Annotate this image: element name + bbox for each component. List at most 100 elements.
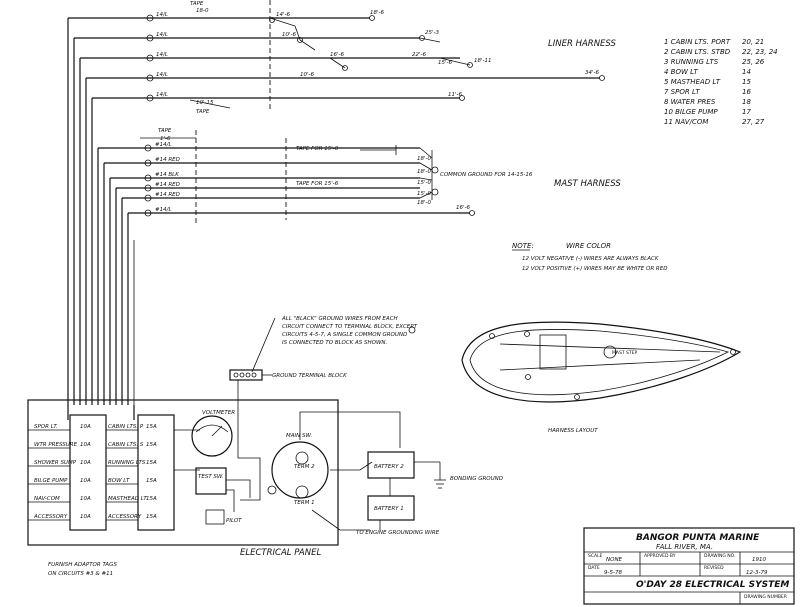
circuit-name: 10 BILGE PUMP: [664, 108, 718, 116]
tape-top-length: 18-0: [196, 8, 209, 14]
mast-end-label: 18'-0: [417, 169, 431, 175]
liner-wire-label: 14/L: [156, 52, 168, 58]
term-label: TERM 1: [294, 500, 315, 506]
circuit-name: 2 CABIN LTS. STBD: [664, 48, 731, 56]
panel-right-label: BOW LT: [108, 478, 130, 484]
circuit-name: 5 MASTHEAD LT: [664, 78, 721, 86]
common-ground-label: COMMON GROUND FOR 14-15-16: [440, 172, 533, 178]
panel-title: ELECTRICAL PANEL: [240, 548, 321, 558]
company-name: BANGOR PUNTA MARINE: [636, 533, 760, 543]
circuit-wires: 14: [742, 68, 751, 76]
footnote-line-1: FURNISH ADAPTOR TAGS: [48, 562, 117, 568]
tape-mid-label: TAPE: [196, 109, 210, 115]
circuit-name: 3 RUNNING LTS: [664, 58, 719, 66]
pilot-label: PILOT: [226, 518, 242, 524]
circuit-wires: 18: [742, 98, 751, 106]
note-line-1: 12 VOLT NEGATIVE (-) WIRES ARE ALWAYS BL…: [522, 256, 659, 262]
hull-outline: [461, 321, 742, 403]
panel-right-fuse: 15A: [146, 514, 157, 520]
mast-end-label: 18'-0: [417, 156, 431, 162]
test-switch-label: TEST SW.: [198, 474, 224, 480]
ground-note-line: CIRCUIT CONNECT TO TERMINAL BLOCK, EXCEP…: [282, 324, 418, 330]
panel-left-label: BILGE PUMP: [34, 478, 68, 484]
drawing-number-label: DRAWING NUMBER: [744, 594, 787, 600]
liner-end-label: 25'-3: [425, 30, 439, 36]
ground-terminal-block: [229, 369, 272, 381]
mast-end-label: 15'-0: [417, 180, 431, 186]
panel-right-label: ACCESSORY: [107, 514, 142, 520]
liner-end-label: 22'-6: [412, 52, 426, 58]
panel-left-label: SPOR LT.: [34, 424, 58, 430]
batteries: [367, 451, 446, 530]
drawing-title: O'DAY 28 ELECTRICAL SYSTEM: [636, 580, 789, 590]
liner-end-label: 18'-11: [474, 58, 492, 64]
drawing-no-value: 1910: [752, 557, 766, 563]
harness-layout-label: HARNESS LAYOUT: [548, 428, 598, 434]
tape-for-15-0: TAPE FOR 15'-0: [296, 146, 339, 152]
electrical-panel: [27, 380, 401, 546]
mast-tape-length: 1'-6: [160, 136, 171, 142]
revised-label: REVISED: [704, 565, 724, 571]
circuit-wires: 25, 26: [742, 58, 765, 66]
date-value: 9-5-78: [604, 570, 622, 576]
panel-right-label: CABIN LTS. S: [108, 442, 144, 448]
to-engine-label: TO ENGINE GROUNDING WIRE: [356, 530, 440, 536]
fuse-rows: [28, 429, 138, 521]
panel-right-label: MASTHEAD LT: [108, 496, 147, 502]
mast-harness-title: MAST HARNESS: [554, 179, 621, 189]
mast-wire-label: #14/L: [155, 142, 172, 148]
circuit-name: 8 WATER PRES: [664, 98, 716, 106]
scale-label: SCALE: [588, 553, 603, 559]
ground-block-label: GROUND TERMINAL BLOCK: [272, 373, 347, 379]
note-header: WIRE COLOR: [566, 242, 611, 250]
circuit-wires: 20, 21: [742, 38, 764, 46]
liner-end-label: 14'-6: [276, 12, 290, 18]
liner-end-label: 10'-6: [282, 32, 296, 38]
company-location: FALL RIVER, MA.: [656, 543, 713, 551]
mast-end-label: 16'-6: [456, 205, 470, 211]
panel-right-fuse: 15A: [146, 460, 157, 466]
panel-left-fuse: 10A: [80, 424, 91, 430]
mast-end-label: 15'-0: [417, 191, 431, 197]
panel-left-label: ACCESSORY: [33, 514, 68, 520]
liner-wire-label: 14/L: [156, 92, 168, 98]
liner-end-label: 11'-6: [448, 92, 462, 98]
mast-wire-label: #14 RED: [155, 182, 180, 188]
tape-mid-length: 10'-15: [196, 100, 214, 106]
mast-step-label: MAST STEP: [612, 350, 637, 356]
bonding-ground-label: BONDING GROUND: [450, 476, 503, 482]
footnote-line-2: ON CIRCUITS #3 & #11: [48, 571, 113, 577]
revised-value: 12-3-79: [746, 570, 768, 576]
circuit-name: 7 SPOR LT: [664, 88, 700, 96]
panel-left-fuse: 10A: [80, 442, 91, 448]
liner-end-label: 10'-6: [300, 72, 314, 78]
note-line-2: 12 VOLT POSITIVE (+) WIRES MAY BE WHITE …: [522, 266, 667, 272]
circuit-name: 1 CABIN LTS. PORT: [664, 38, 731, 46]
panel-left-label: WTR PRESSURE: [34, 442, 78, 448]
ground-note-line: IS CONNECTED TO BLOCK AS SHOWN.: [282, 340, 388, 346]
panel-right-fuse: 15A: [146, 424, 157, 430]
panel-right-fuse: 15A: [146, 496, 157, 502]
circuit-name: 11 NAV/COM: [664, 118, 708, 126]
mast-wire-label: #14 BLK: [155, 172, 179, 178]
wire-color-note: NOTE: WIRE COLOR 12 VOLT NEGATIVE (-) WI…: [512, 242, 667, 272]
liner-harness-wires: [68, 0, 605, 110]
panel-left-fuse: 10A: [80, 478, 91, 484]
panel-right-label: RUNNING LTS: [108, 460, 146, 466]
battery-label: BATTERY 2: [374, 464, 404, 470]
mast-end-label: 18'-0: [417, 200, 431, 206]
liner-wire-label: 14/L: [156, 72, 168, 78]
mast-tape-label: TAPE: [158, 128, 172, 134]
panel-right-label: CABIN LTS. P: [108, 424, 144, 430]
circuit-wires: 16: [742, 88, 751, 96]
mast-wire-label: #14 RED: [155, 157, 180, 163]
voltmeter-label: VOLTMETER: [202, 410, 235, 416]
liner-end-label: 16'-6: [330, 52, 344, 58]
harness-trunk: [67, 18, 135, 405]
tape-for-15-6: TAPE FOR 15'-6: [296, 181, 339, 187]
panel-right-fuse: 15A: [146, 442, 157, 448]
ground-note: ALL "BLACK" GROUND WIRES FROM EACH CIRCU…: [251, 316, 418, 373]
panel-left-fuse: 10A: [80, 514, 91, 520]
title-block: [583, 527, 795, 605]
circuit-wires: 22, 23, 24: [742, 48, 778, 56]
